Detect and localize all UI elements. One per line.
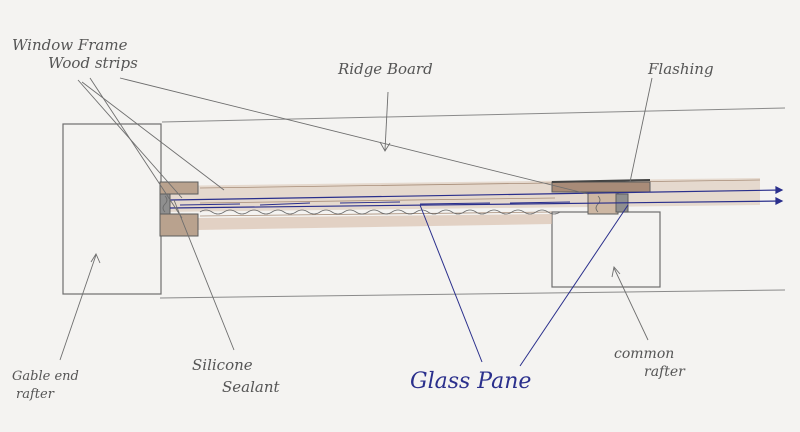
label-ridge-board: Ridge Board — [337, 60, 433, 78]
gable-end-rafter — [62, 123, 162, 295]
label-wood-strips: Wood strips — [48, 54, 138, 72]
label-gable-end-rafter-line2: rafter — [16, 387, 55, 402]
glass-pane-leaders — [419, 204, 629, 367]
label-common-rafter-line2: rafter — [644, 364, 686, 380]
label-flashing: Flashing — [647, 60, 714, 78]
flashing — [551, 179, 651, 183]
label-glass-pane: Glass Pane — [410, 369, 531, 394]
label-silicone-line1: Silicone — [192, 356, 253, 374]
glass-pane — [169, 186, 784, 209]
wood-sash-band — [160, 178, 761, 230]
label-silicone-line2: Sealant — [222, 378, 280, 396]
ridge-board — [159, 107, 786, 299]
label-window-frame: Window Frame — [12, 36, 128, 54]
label-gable-end-rafter-line1: Gable end — [12, 369, 79, 384]
silicone-sealant — [162, 195, 601, 215]
label-common-rafter-line1: common — [614, 346, 674, 362]
leader-lines — [59, 77, 653, 361]
common-rafter — [551, 211, 661, 288]
